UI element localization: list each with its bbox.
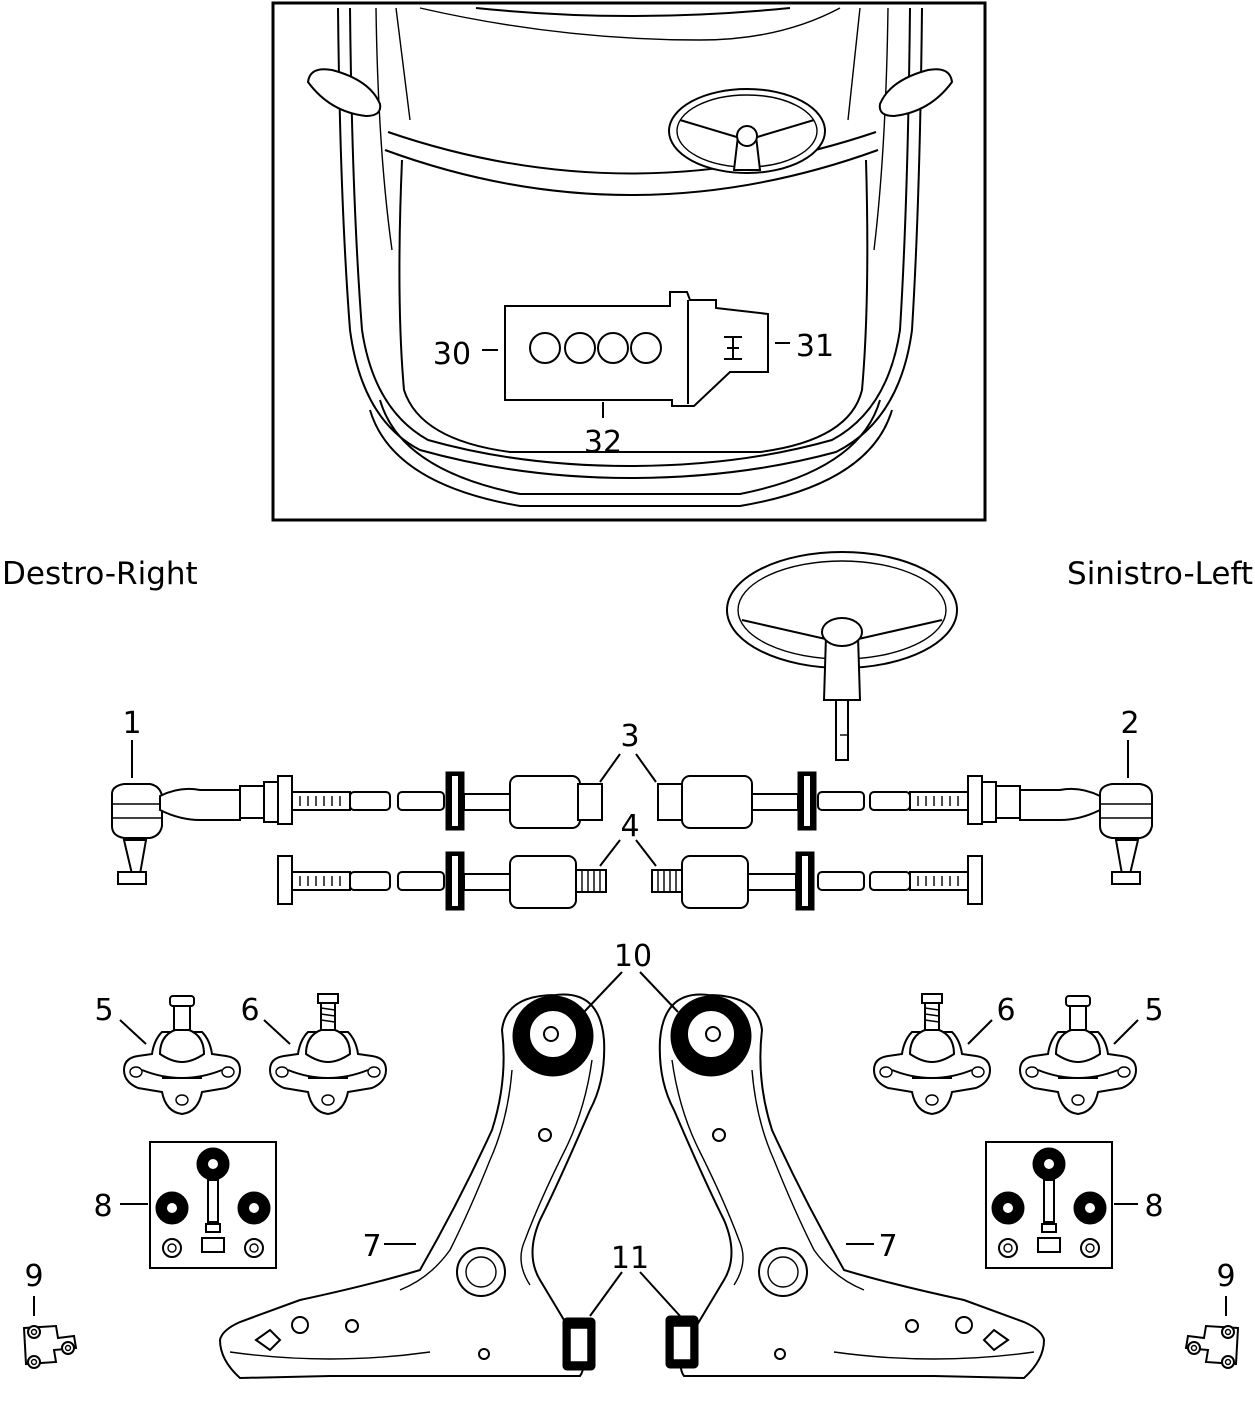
callout-4: 4	[620, 809, 639, 844]
callout-7-left: 7	[878, 1229, 897, 1264]
callout-9-left: 9	[1216, 1259, 1235, 1294]
callout-5-right: 5	[94, 993, 113, 1028]
ball-joint-5-left: 5	[1019, 993, 1164, 1115]
callout-5-left: 5	[1144, 993, 1163, 1028]
tie-rod-assembly-row: 1 2 3	[111, 706, 1153, 885]
side-label-left: Sinistro-Left	[1067, 556, 1253, 592]
callout-group-10-11: 10 11	[583, 939, 681, 1317]
ball-joint-6-left: 6	[873, 993, 1016, 1115]
inner-tie-rod-row: 4	[277, 809, 983, 911]
callout-8-left: 8	[1144, 1189, 1163, 1224]
callout-6-right: 6	[240, 993, 259, 1028]
callout-9-right: 9	[24, 1259, 43, 1294]
callout-31: 31	[796, 329, 834, 364]
steering-wheel-icon	[726, 551, 958, 761]
side-label-right: Destro-Right	[2, 556, 198, 592]
bracket-9-left: 9	[1185, 1259, 1239, 1369]
callout-32: 32	[584, 425, 622, 460]
callout-3: 3	[620, 719, 639, 754]
callout-1: 1	[122, 706, 141, 741]
vehicle-inset: 30 31 32	[271, 1, 987, 522]
callout-6-left: 6	[996, 993, 1015, 1028]
callout-30: 30	[433, 337, 471, 372]
callout-11: 11	[611, 1241, 649, 1276]
callout-7-right: 7	[362, 1229, 381, 1264]
callout-2: 2	[1120, 706, 1139, 741]
control-arm-7-left: 7	[658, 993, 1045, 1379]
ball-joint-6-right: 6	[240, 993, 387, 1115]
callout-10: 10	[614, 939, 652, 974]
control-arm-7-right: 7	[219, 993, 606, 1379]
callout-8-right: 8	[93, 1189, 112, 1224]
ball-joint-5-right: 5	[94, 993, 241, 1115]
bushing-kit-8-right: 8	[93, 1141, 277, 1269]
bushing-kit-8-left: 8	[985, 1141, 1164, 1269]
bracket-9-right: 9	[23, 1259, 77, 1369]
